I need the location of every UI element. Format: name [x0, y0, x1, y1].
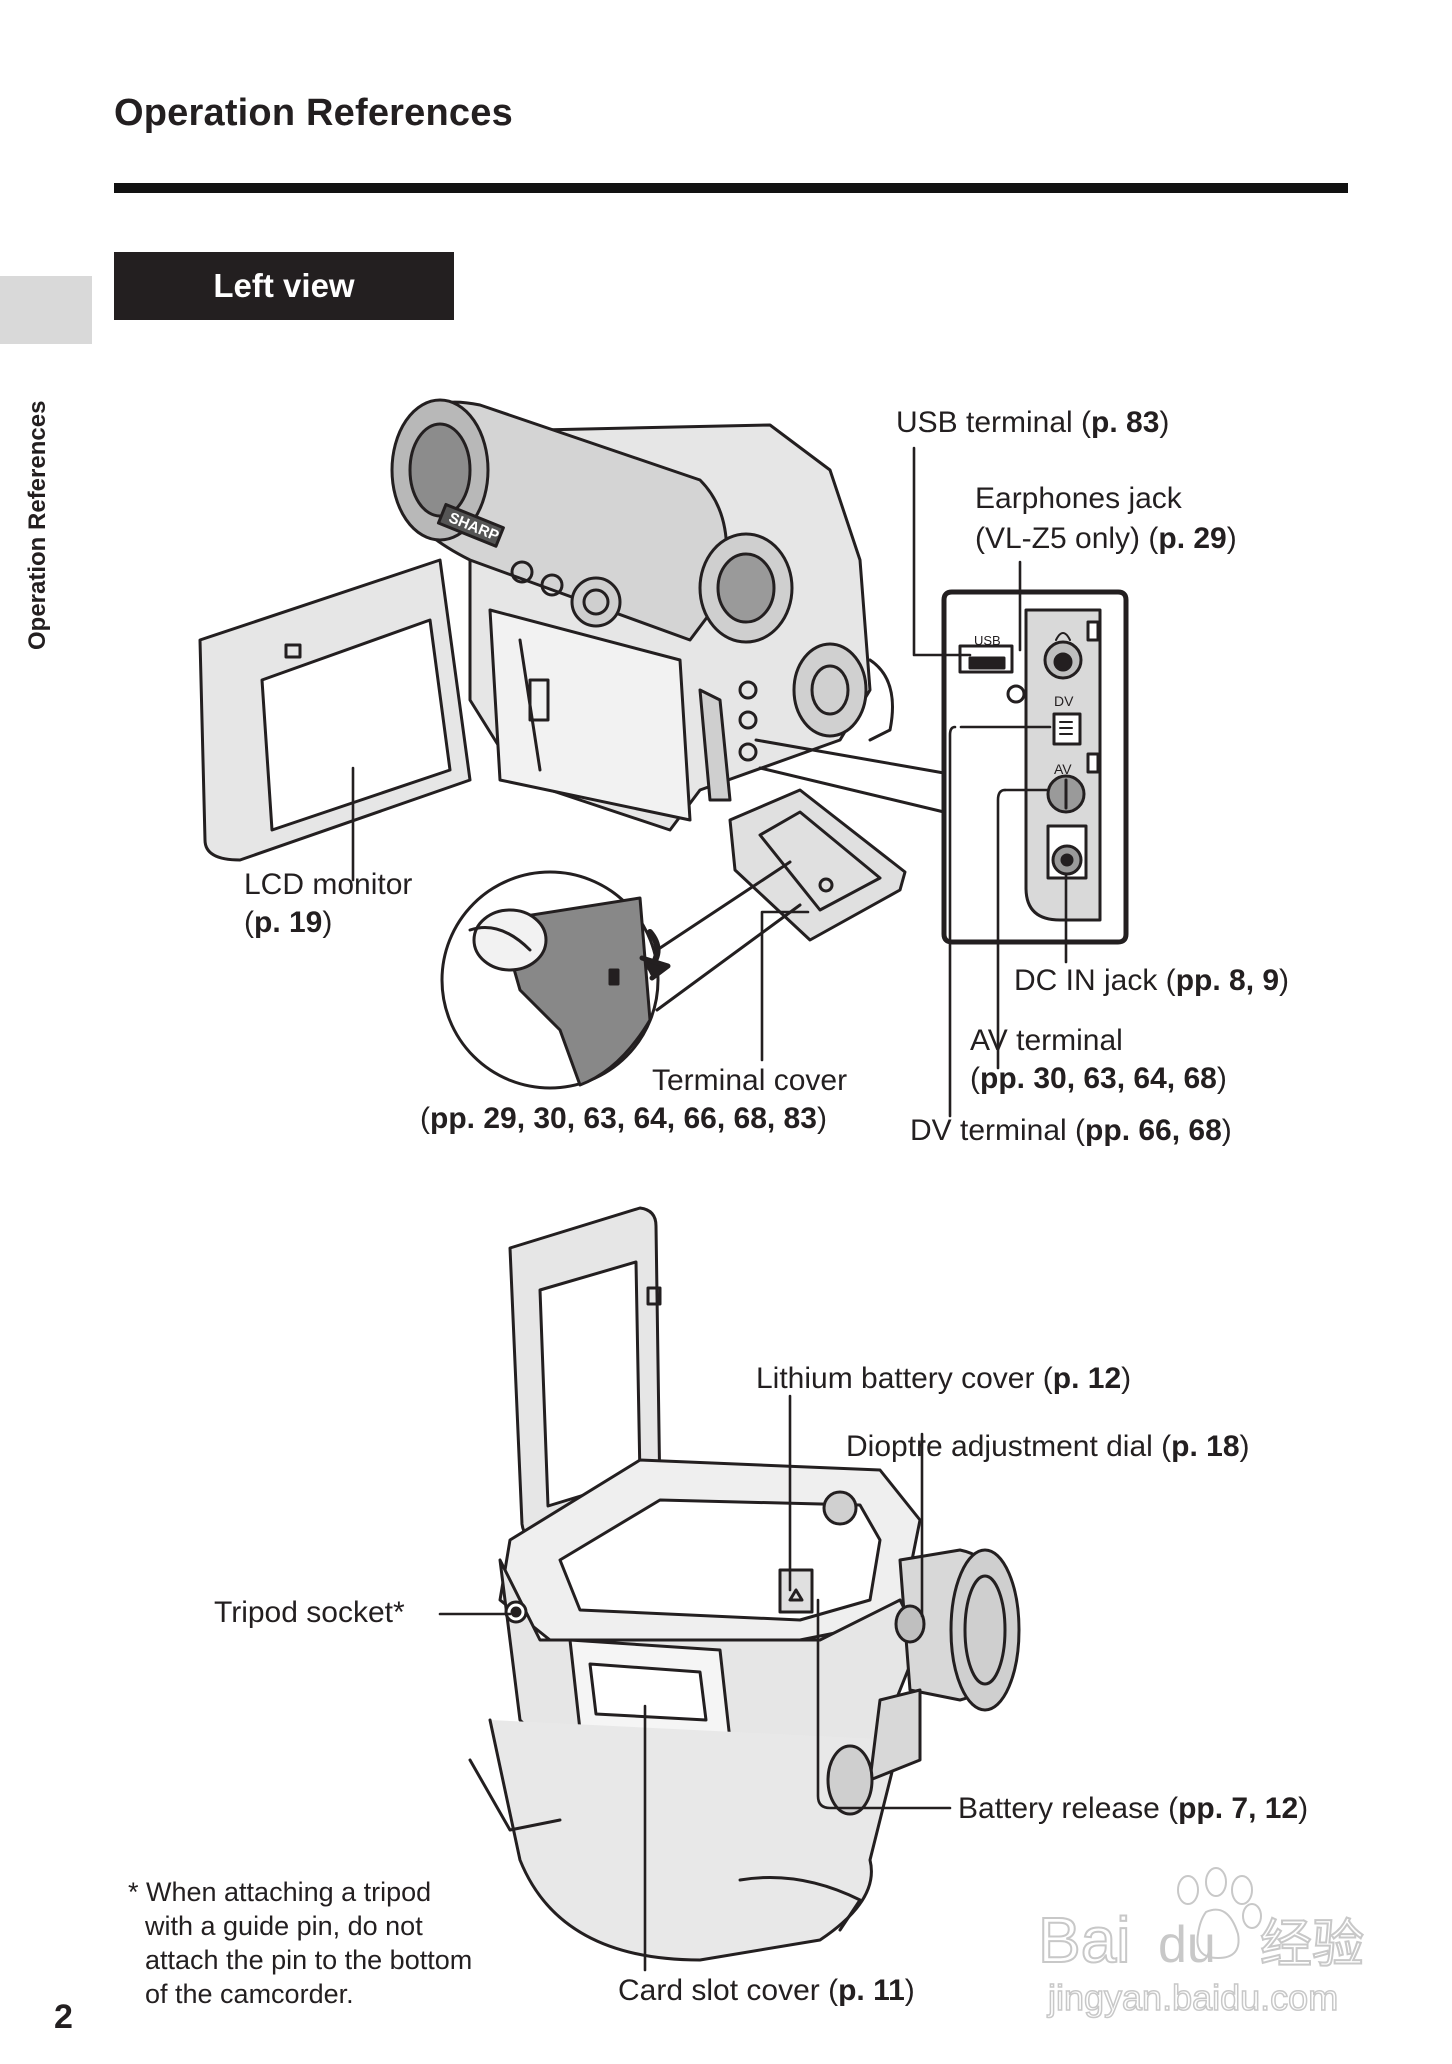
av-port: [1046, 774, 1086, 814]
tripod-socket-callout: Tripod socket*: [214, 1596, 405, 1629]
dioptre-dial-callout: Dioptre adjustment dial (p. 18): [846, 1428, 1250, 1466]
usb-port: [968, 656, 1006, 670]
av-ref: pp. 30, 63, 64, 68: [980, 1062, 1217, 1095]
av-open: (: [970, 1062, 980, 1095]
card-slot-callout: Card slot cover (p. 11): [618, 1972, 915, 2010]
earphones-close: ): [1226, 522, 1237, 555]
av-panel-label: AV: [1054, 761, 1072, 777]
terminal-cover-close: ): [816, 1102, 827, 1135]
dc-in-callout: DC IN jack (pp. 8, 9): [1014, 962, 1289, 1000]
lcd-ref: p. 19: [254, 906, 323, 939]
tripod-socket: [504, 1600, 528, 1624]
terminal-panel-inset: [941, 589, 1129, 945]
dc-in-label: DC IN jack (: [1014, 964, 1176, 997]
dv-terminal-callout: DV terminal (pp. 66, 68): [910, 1112, 1232, 1150]
footnote-line4: of the camcorder.: [145, 1979, 354, 2009]
terminal-cover-open: (: [420, 1102, 430, 1135]
camcorder-left-view-illustration: SHARP: [198, 398, 946, 1090]
lcd-close: ): [322, 906, 333, 939]
dc-in-jack: [1051, 844, 1083, 876]
section-heading: Left view: [213, 267, 355, 304]
dv-panel-label: DV: [1054, 693, 1074, 709]
watermark-jingyan: 经验: [1260, 1915, 1364, 1975]
baidu-watermark-logo: Bai du 经验 jingyan.baidu.com: [1038, 1867, 1365, 2019]
terminal-cover-callout-line1: Terminal cover: [652, 1064, 848, 1097]
lithium-battery-callout: Lithium battery cover (p. 12): [756, 1360, 1131, 1398]
battery-release-label: Battery release (: [958, 1792, 1179, 1825]
side-tab-marker: [0, 276, 92, 344]
lithium-label: Lithium battery cover (: [756, 1362, 1053, 1395]
usb-terminal-callout: USB terminal (p. 83): [896, 404, 1169, 442]
bottom-leader-lines: [438, 1394, 952, 1972]
earphones-callout-line2: (VL-Z5 only) (p. 29): [975, 520, 1237, 558]
card-slot-ref: p. 11: [838, 1974, 905, 2007]
dv-terminal-close: ): [1221, 1114, 1232, 1147]
page-title: Operation References: [114, 92, 513, 134]
section-heading-box: [114, 252, 454, 320]
watermark-bai: Bai: [1038, 1904, 1131, 1976]
dv-terminal-ref: pp. 66, 68: [1085, 1114, 1222, 1147]
watermark-du: du: [1158, 1916, 1216, 1974]
lcd-monitor-callout-line2: (p. 19): [244, 904, 332, 942]
dc-in-close: ): [1279, 964, 1290, 997]
earphones-ref: p. 29: [1158, 522, 1227, 555]
card-slot-close: ): [904, 1974, 915, 2007]
av-close: ): [1216, 1062, 1227, 1095]
battery-release-ref: pp. 7, 12: [1178, 1792, 1299, 1825]
usb-terminal-label: USB terminal (: [896, 406, 1092, 439]
watermark-url: jingyan.baidu.com: [1047, 1977, 1338, 2018]
usb-terminal-ref: p. 83: [1091, 406, 1160, 439]
dc-in-ref: pp. 8, 9: [1175, 964, 1280, 997]
dv-port: [1052, 712, 1082, 746]
footnote-line3: attach the pin to the bottom: [145, 1945, 473, 1975]
av-terminal-callout-line1: AV terminal: [970, 1024, 1123, 1057]
dioptre-ref: p. 18: [1171, 1430, 1240, 1463]
lithium-ref: p. 12: [1052, 1362, 1122, 1395]
top-leader-lines: [351, 446, 1068, 1118]
earphones-label: (VL-Z5 only) (: [975, 522, 1159, 555]
lithium-close: ): [1121, 1362, 1132, 1395]
footnote-line1: * When attaching a tripod: [128, 1877, 432, 1907]
card-slot-label: Card slot cover (: [618, 1974, 839, 2007]
battery-release-close: ): [1298, 1792, 1309, 1825]
footnote-line2: with a guide pin, do not: [145, 1911, 423, 1941]
av-terminal-callout-line2: (pp. 30, 63, 64, 68): [970, 1060, 1227, 1098]
usb-terminal-close: ): [1159, 406, 1170, 439]
lcd-monitor-callout-line1: LCD monitor: [244, 868, 413, 901]
dv-terminal-label: DV terminal (: [910, 1114, 1086, 1147]
usb-panel-label: USB: [974, 633, 1001, 648]
page-number: 2: [54, 1998, 73, 2036]
dioptre-label: Dioptre adjustment dial (: [846, 1430, 1172, 1463]
terminal-cover-callout-line2: (pp. 29, 30, 63, 64, 66, 68, 83): [420, 1100, 827, 1138]
earphones-callout-line1: Earphones jack: [975, 482, 1182, 515]
camcorder-bottom-view-illustration: [468, 1206, 1021, 1962]
dioptre-close: ): [1239, 1430, 1250, 1463]
battery-release-callout: Battery release (pp. 7, 12): [958, 1790, 1308, 1828]
lcd-open: (: [244, 906, 254, 939]
sharp-logo: SHARP: [436, 502, 505, 548]
terminal-cover-ref: pp. 29, 30, 63, 64, 66, 68, 83: [430, 1102, 817, 1135]
header-rule: [114, 183, 1348, 193]
